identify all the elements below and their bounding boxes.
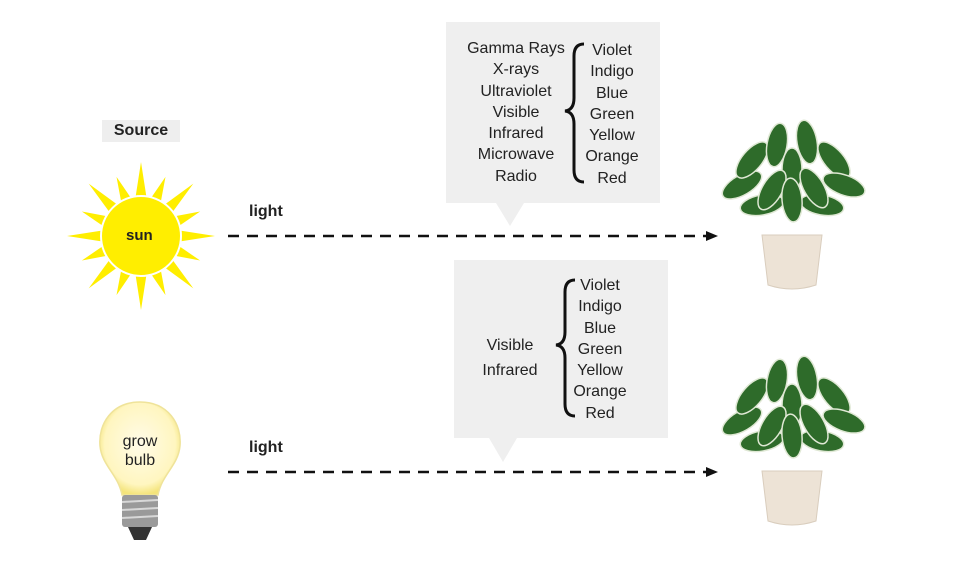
spectrum-item: Gamma Rays <box>467 40 565 57</box>
bulb-visible-colors: Violet Indigo Blue Green Yellow Orange R… <box>570 275 630 424</box>
color-item: Green <box>589 105 635 123</box>
leaf <box>757 169 787 211</box>
light-label-bulb: light <box>249 439 283 456</box>
spectrum-item: Microwave <box>477 146 555 164</box>
source-header: Source <box>102 120 180 142</box>
color-item: Green <box>577 340 623 358</box>
pot <box>761 234 823 290</box>
color-item: Yellow <box>589 127 635 145</box>
spectrum-item: Radio <box>495 167 537 185</box>
sun-visible-colors: Violet Indigo Blue Green Yellow Orange R… <box>582 40 642 189</box>
leaf <box>735 141 769 179</box>
sun-icon <box>67 162 215 310</box>
leaf <box>781 177 803 223</box>
grow-bulb-label-line1: grow <box>122 433 158 450</box>
leaf <box>765 122 789 168</box>
color-item: Red <box>585 404 615 422</box>
spectrum-item: Visible <box>486 337 534 354</box>
pot <box>761 470 823 526</box>
color-item: Violet <box>592 42 632 59</box>
light-label-sun: light <box>249 203 283 220</box>
plant-icon <box>721 355 866 526</box>
spectrum-item: Ultraviolet <box>480 82 552 100</box>
plant-icon <box>721 119 866 290</box>
callout-sun <box>446 22 660 226</box>
sun-ray <box>67 230 106 242</box>
color-item: Indigo <box>590 63 634 81</box>
color-item: Blue <box>583 319 617 337</box>
light-arrow-sun <box>228 231 718 241</box>
color-item: Indigo <box>578 298 622 316</box>
leaf <box>822 172 866 198</box>
leaf <box>757 405 787 447</box>
leaf <box>765 358 789 404</box>
light-arrow-bulb <box>228 467 718 477</box>
color-item: Violet <box>580 277 620 294</box>
color-item: Yellow <box>577 362 623 380</box>
leaf <box>795 355 819 401</box>
leaf <box>735 377 769 415</box>
leaf <box>799 167 829 209</box>
spectrum-item: Visible <box>492 103 540 121</box>
leaf <box>822 408 866 434</box>
bulb-spectrum-list: Visible Infrared <box>472 333 548 383</box>
color-item: Orange <box>585 148 639 166</box>
sun-label: sun <box>126 227 153 244</box>
grow-bulb-label-line2: bulb <box>124 452 156 469</box>
sun-ray <box>176 230 215 242</box>
brace-icon <box>564 42 585 184</box>
spectrum-item: Infrared <box>482 362 538 379</box>
leaf <box>799 403 829 445</box>
sun-ray <box>135 271 147 310</box>
sun-ray <box>135 162 147 201</box>
grow-bulb-icon <box>99 401 181 540</box>
spectrum-item: Infrared <box>488 125 544 143</box>
color-item: Orange <box>573 383 627 401</box>
brace-icon <box>555 278 576 418</box>
color-item: Red <box>597 169 627 187</box>
leaf <box>781 413 803 459</box>
leaf <box>795 119 819 165</box>
spectrum-item: X-rays <box>492 61 540 79</box>
sun-spectrum-list: Gamma Rays X-rays Ultraviolet Visible In… <box>458 38 574 187</box>
color-item: Blue <box>595 84 629 102</box>
